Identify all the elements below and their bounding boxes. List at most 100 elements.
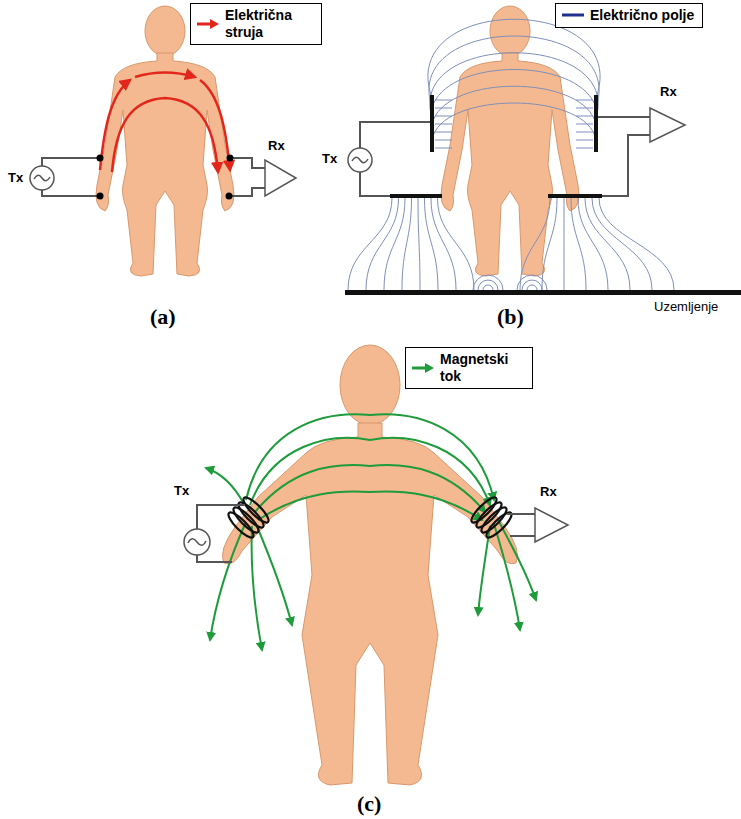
electrode-plate — [548, 194, 602, 198]
wire — [602, 135, 650, 196]
magnetic-flux-arrow — [206, 414, 536, 650]
electric-field-line — [520, 198, 550, 290]
human-body — [222, 345, 517, 785]
wire — [42, 190, 97, 196]
legend-box: Električna struja — [190, 3, 322, 45]
wire — [360, 117, 650, 196]
legend-box: Magnetski tok — [405, 347, 533, 389]
legend-sample-stroke — [562, 14, 584, 17]
electric-field-line — [483, 285, 493, 290]
electrode — [226, 193, 233, 200]
electric-field-line — [592, 198, 652, 290]
panel-label: (c) — [357, 791, 381, 817]
wire — [598, 116, 650, 118]
electric-field-line — [348, 19, 674, 290]
electrode — [227, 155, 234, 162]
electric-field-line — [418, 198, 420, 290]
current-arrow — [100, 73, 230, 173]
legend-text: Električno polje — [590, 7, 694, 24]
legend-arrowhead — [425, 363, 434, 373]
magnetic-flux-arrow — [258, 491, 482, 520]
electric-field-line — [430, 53, 598, 118]
panel-b — [345, 6, 741, 295]
electric-field-line — [576, 140, 593, 141]
signal-name: Tx — [322, 151, 337, 166]
magnetic-flux-arrow — [252, 526, 262, 650]
wire — [42, 158, 265, 196]
panel-a — [30, 6, 296, 276]
electric-field-line — [431, 86, 596, 138]
signal-name: Rx — [268, 138, 285, 153]
electrode-plate — [390, 194, 442, 198]
current-arrow — [135, 73, 195, 78]
receiver-amplifier — [535, 508, 568, 542]
legend-sample-stroke — [412, 366, 427, 369]
electric-field-line — [438, 198, 475, 290]
wire — [233, 158, 265, 168]
electric-field-line — [431, 198, 456, 290]
electric-field-line — [599, 198, 674, 290]
wire — [510, 535, 535, 537]
electrode — [97, 155, 234, 200]
electrode-plate — [430, 95, 434, 152]
electric-field-line — [435, 124, 452, 125]
ground-plane — [345, 290, 741, 295]
electric-field-line — [384, 198, 405, 290]
wire — [360, 122, 430, 148]
electric-field-line — [435, 100, 452, 101]
electric-field-line — [402, 198, 412, 290]
source-symbol — [352, 157, 368, 163]
electric-field-line — [576, 116, 593, 117]
electric-field-line — [431, 70, 598, 129]
electric-field-line — [576, 100, 593, 101]
magnetic-flux-arrow — [246, 414, 494, 500]
electric-field-line — [522, 280, 542, 290]
signal-name: Tx — [174, 483, 189, 498]
source-symbol — [184, 529, 210, 555]
electric-field-line — [435, 140, 452, 141]
magnetic-flux-arrow — [250, 438, 490, 505]
legend-text: Magnetski tok — [440, 351, 524, 385]
wire — [42, 158, 97, 166]
electric-field-line — [576, 108, 593, 109]
panel-c — [184, 345, 568, 785]
electrode-plate — [390, 95, 602, 196]
legend-box: Električno polje — [555, 3, 703, 28]
electric-field-line — [576, 132, 593, 133]
source-symbol — [30, 166, 54, 190]
wire — [360, 172, 390, 196]
signal-name: Rx — [660, 84, 677, 99]
legend-arrowhead — [210, 19, 219, 29]
coil — [230, 504, 261, 535]
electric-field-line — [527, 285, 537, 290]
magnetic-flux-arrow — [256, 524, 292, 625]
electric-field-line — [432, 103, 597, 148]
source-symbol — [184, 529, 210, 555]
magnetic-flux-arrow — [494, 524, 520, 630]
magnetic-flux-arrow — [255, 465, 485, 512]
signal-name: Rx — [540, 484, 557, 499]
electric-field-line — [425, 198, 439, 290]
panel-label: (a) — [150, 304, 176, 330]
panel-label: (b) — [497, 304, 524, 330]
wire — [507, 513, 535, 515]
electric-field-line — [435, 132, 452, 133]
source-symbol — [348, 148, 372, 172]
magnetic-flux-arrow — [210, 522, 246, 640]
electric-field-line — [571, 198, 586, 290]
coil — [240, 494, 271, 525]
source-symbol — [188, 539, 206, 546]
source-symbol — [34, 175, 50, 181]
source-symbol — [348, 148, 372, 172]
wire — [197, 505, 245, 529]
wire — [197, 555, 232, 562]
legend-arrow-sample — [196, 18, 220, 30]
wire — [197, 505, 535, 562]
coil — [473, 499, 504, 530]
ground-label: Uzemljenje — [652, 299, 720, 314]
magnetic-flux-arrow — [498, 520, 536, 600]
electric-field-line — [348, 198, 392, 290]
electric-field-line — [435, 148, 452, 149]
electric-field-line — [542, 198, 557, 290]
electrode-plate — [594, 95, 598, 152]
